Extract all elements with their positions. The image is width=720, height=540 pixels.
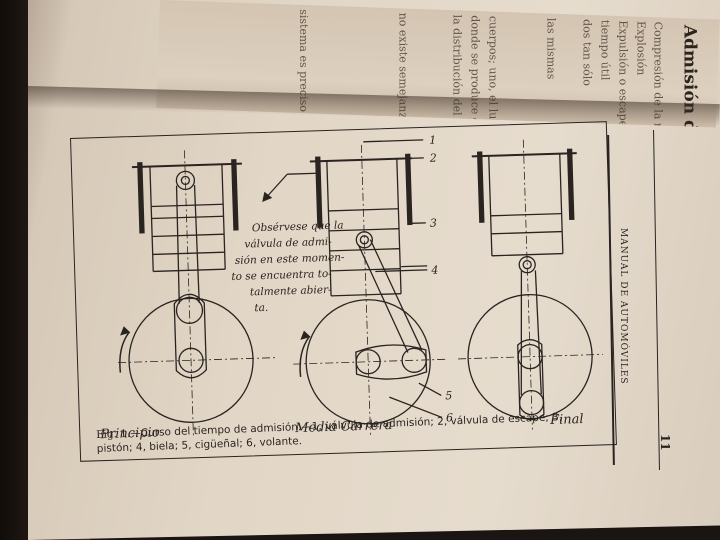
- annotation-line: sión en este momen-: [235, 251, 345, 266]
- stage-label-start: Principio: [99, 425, 160, 442]
- facing-page-line: dos tan sólo: [580, 19, 594, 86]
- caption-prefix: Fig. 1.: [96, 427, 131, 441]
- running-head: MANUAL DE AUTOMÓVILES: [618, 228, 628, 385]
- callout-6: 6: [446, 411, 453, 424]
- annotation-line: talmente abier-: [250, 284, 332, 299]
- annotation-line: Obsérvese que la: [252, 219, 344, 234]
- figure-frame: 1 2 3 4 5 6 Obsérvese que la válvula de …: [70, 121, 617, 462]
- facing-page-line: Explosión: [634, 21, 648, 76]
- cylinder-middle: [293, 139, 449, 435]
- stage-label-end: Final: [549, 412, 584, 428]
- callout-3: 3: [430, 217, 437, 230]
- annotation-line: válvula de admi-: [244, 236, 332, 251]
- facing-page-line: las mismas: [544, 17, 558, 80]
- callout-5: 5: [445, 389, 452, 402]
- callout-2: 2: [429, 151, 437, 164]
- annotation-line: to se encuentra to-: [231, 268, 332, 283]
- callout-4: 4: [430, 263, 438, 276]
- engine-intake-diagram: 1 2 3 4 5 6 Obsérvese que la válvula de …: [99, 134, 604, 442]
- stage-label-middle: Media Carrera: [294, 418, 393, 436]
- annotation-line: ta.: [254, 302, 268, 314]
- cylinder-start: [118, 150, 279, 436]
- facing-page-line: tiempo útil: [598, 19, 612, 81]
- cylinder-end: [458, 139, 604, 430]
- callout-1: 1: [429, 134, 436, 147]
- page-number: 11: [658, 434, 672, 451]
